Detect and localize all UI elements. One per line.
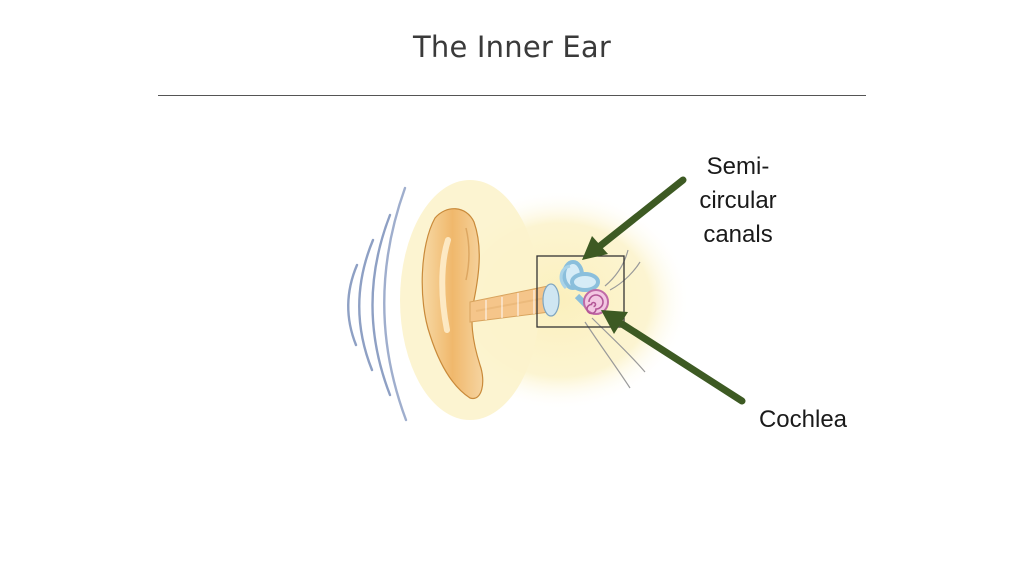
label-cochlea: Cochlea	[758, 406, 848, 433]
arrow-semicircular-canals	[582, 176, 687, 260]
page-title: The Inner Ear	[412, 30, 612, 64]
label-semicircular-canals: Semi- circular canals	[670, 150, 806, 252]
label-semicircular-line-1: Semi-	[706, 153, 770, 180]
label-semicircular-line-3: canals	[703, 221, 773, 248]
title-divider	[158, 95, 866, 96]
arrow-cochlea	[601, 310, 746, 405]
outer-ear	[421, 208, 484, 400]
inner-ear-highlight-box	[536, 255, 625, 328]
label-semicircular-line-2: circular	[699, 187, 777, 214]
auditory-nerve	[584, 249, 646, 389]
sound-waves	[347, 186, 408, 422]
cochlea	[583, 289, 609, 315]
eardrum	[542, 283, 560, 317]
